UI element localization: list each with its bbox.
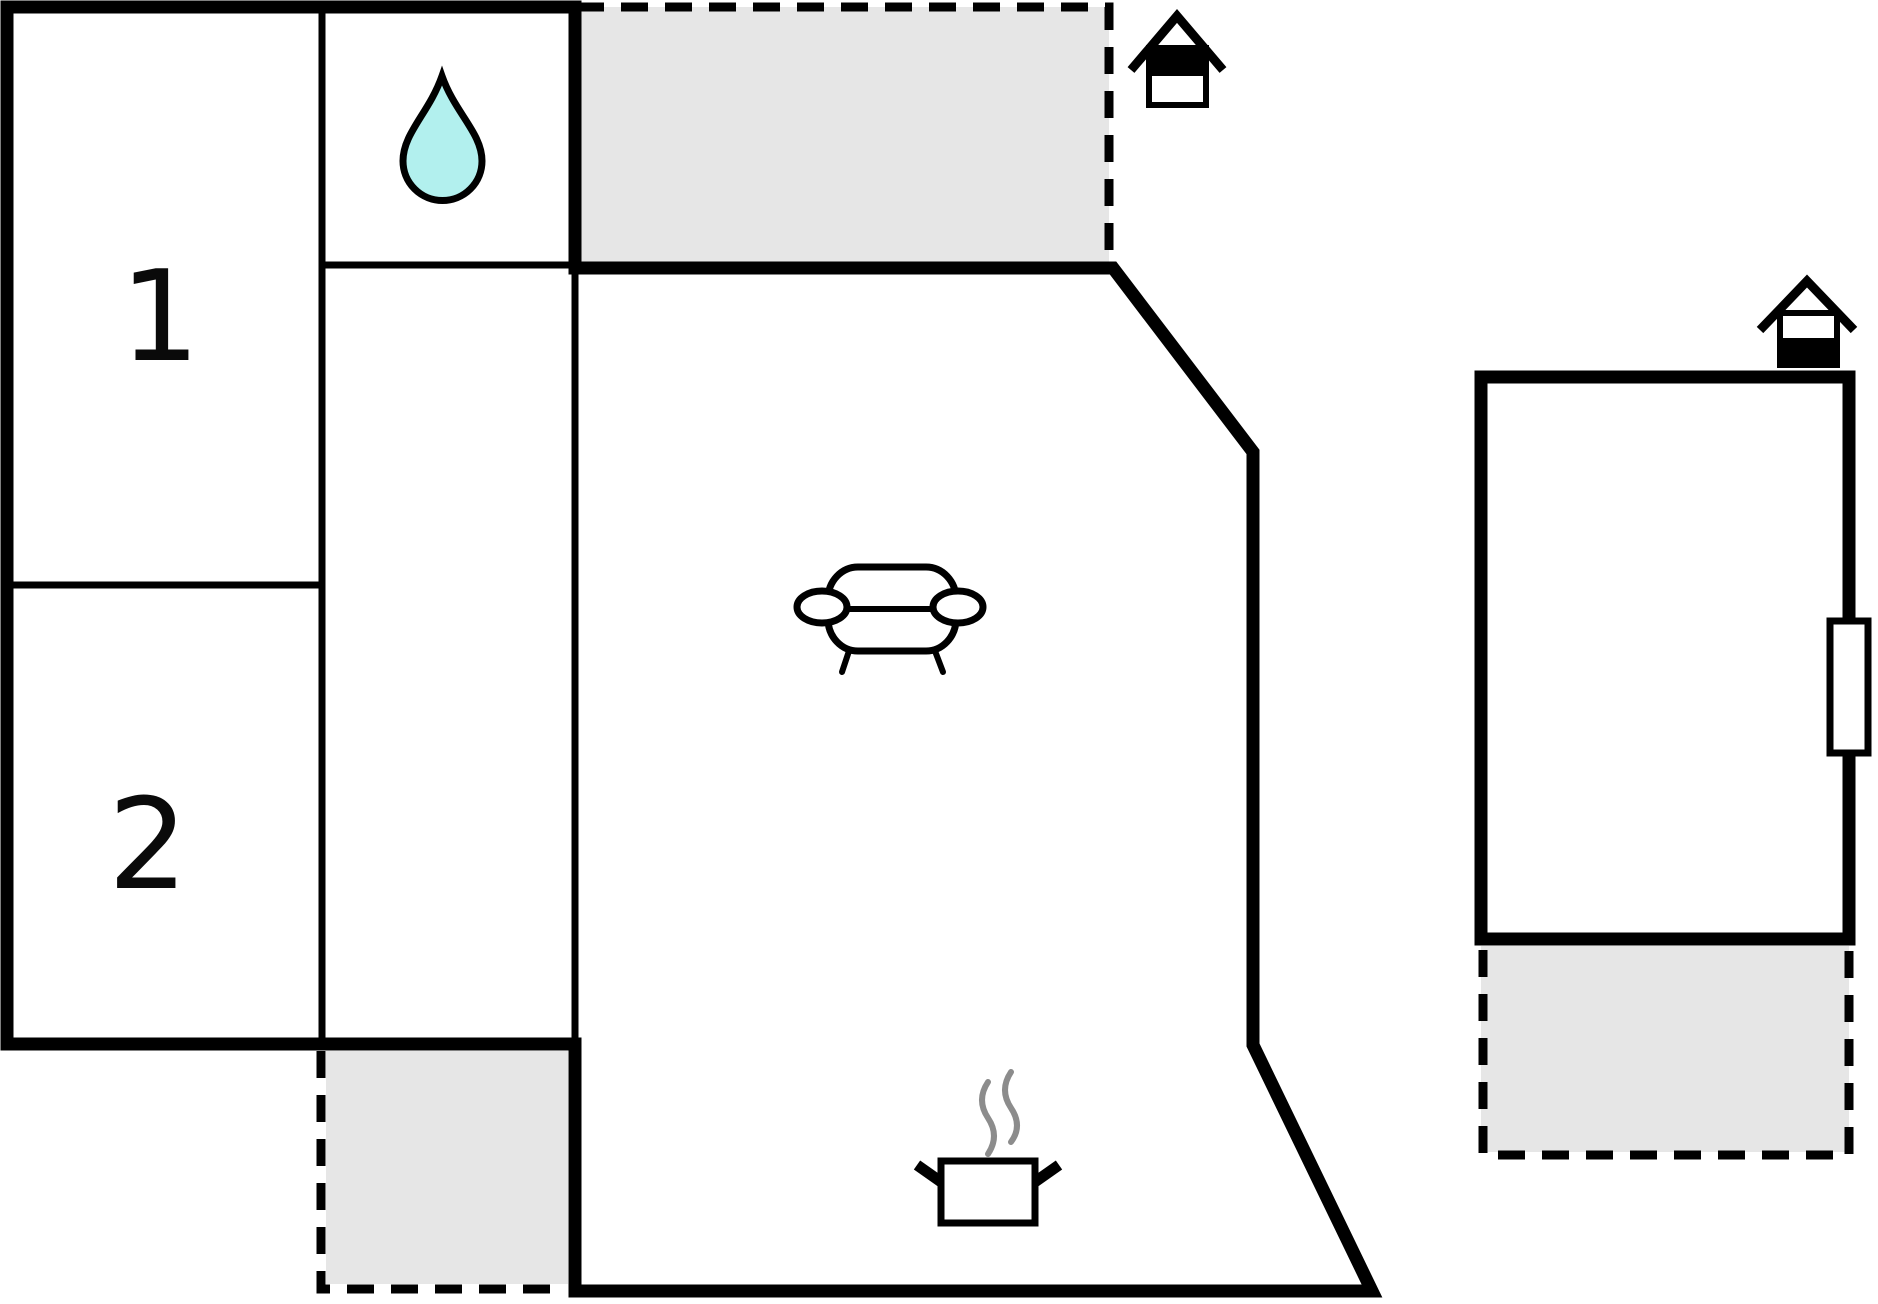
annex-door <box>1826 617 1872 757</box>
steam-line-right <box>1002 1069 1020 1145</box>
terrace-top-dashed-border <box>577 2 1114 262</box>
terrace-bottom <box>316 1051 568 1294</box>
entrance-icon-annex <box>1756 274 1858 368</box>
terrace-bottom-area <box>326 1051 568 1284</box>
annex-outline <box>1474 370 1856 946</box>
main-building-outline <box>0 0 1383 1298</box>
entrance-annex-roof <box>1756 274 1858 334</box>
sofa-armrest-left <box>793 587 851 627</box>
entrance-icon-main <box>1127 9 1227 108</box>
sofa-icon <box>793 563 987 675</box>
water-drop-icon <box>399 65 486 204</box>
entrance-annex-filled-half <box>1777 338 1840 368</box>
sofa-leg-left <box>839 648 852 675</box>
room-2-label: 2 <box>108 771 188 918</box>
terrace-top-area <box>581 7 1109 262</box>
interior-walls <box>7 7 579 1044</box>
terrace-top <box>577 2 1114 262</box>
terrace-annex-dashed-border <box>1478 950 1854 1160</box>
cooking-pot-icon <box>913 1069 1063 1227</box>
entrance-main-roof <box>1127 9 1227 73</box>
terrace-annex-area <box>1481 946 1849 1152</box>
pot-body <box>937 1157 1039 1227</box>
sofa-armrest-right <box>929 587 987 627</box>
room-1-label: 1 <box>120 243 200 390</box>
terrace-annex <box>1478 946 1854 1160</box>
sofa-leg-right <box>932 648 946 675</box>
steam-line-left <box>979 1079 997 1157</box>
entrance-main-filled-half <box>1146 45 1209 76</box>
terrace-bottom-dashed-border <box>316 1051 566 1294</box>
annex-building <box>1474 370 1872 946</box>
water-drop-shape <box>399 65 486 204</box>
